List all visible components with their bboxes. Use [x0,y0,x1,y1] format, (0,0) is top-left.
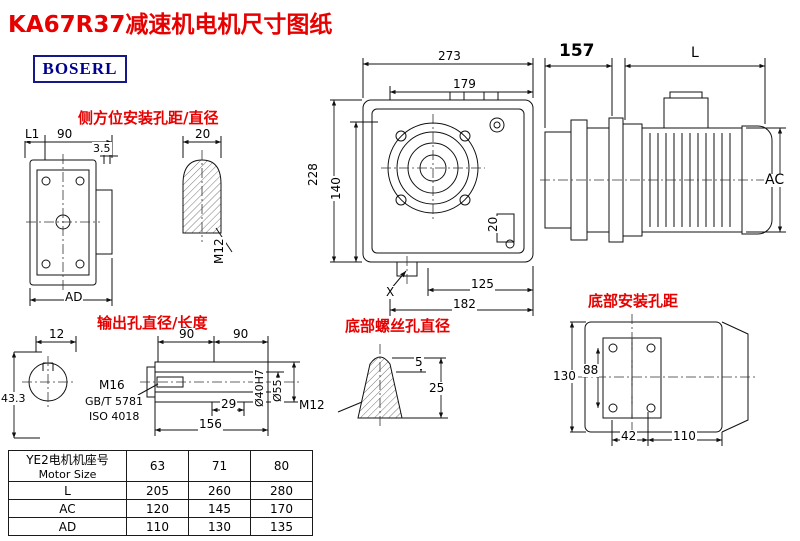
value-AD-71: 130 [188,517,251,536]
row-label-AD: AD [8,517,127,536]
dim-5: 5 [414,355,424,369]
label-side-mount: 侧方位安装孔距/直径 [78,109,219,127]
bottom-mount-view [569,314,756,446]
dim-M12-screw: M12 [298,398,326,412]
label-bottom-mount: 底部安装孔距 [588,292,679,310]
boserl-logo: BOSERL [33,55,127,83]
dim-20-hole: 20 [194,127,212,141]
page-title: KA67R37减速机电机尺寸图纸 [8,12,333,38]
dim-156: 156 [198,417,223,431]
dim-AD: AD [64,290,84,304]
dome-hatched-shape [182,159,222,234]
row-label-AC: AC [8,499,127,518]
dim-130: 130 [552,369,577,383]
dim-179: 179 [452,77,477,91]
value-AC-71: 145 [188,499,251,518]
dim-157: 157 [558,41,596,61]
dim-90-side: 90 [56,127,74,141]
frame-size-80: 80 [250,450,313,482]
table-row-AD: AD 110 130 135 [8,517,313,536]
motor-size-header-cn: YE2电机机座号 [26,453,109,467]
table-row-L: L 205 260 280 [8,481,313,500]
dim-3-5: 3.5 [92,142,112,155]
dim-125: 125 [470,277,495,291]
value-AD-63: 110 [126,517,189,536]
side-mount-view [24,135,118,306]
frame-size-63: 63 [126,450,189,482]
label-output-hole: 输出孔直径/长度 [97,314,208,332]
table-row-AC: AC 120 145 170 [8,499,313,518]
dim-M16: M16 [98,378,126,392]
dim-90-a: 90 [178,327,196,341]
dim-d55: Ø55 [271,378,284,403]
gearbox-outline [362,99,534,263]
motor-view [540,58,786,243]
dim-GBT-5781: GB/T 5781 [84,395,144,408]
dim-29: 29 [220,397,238,411]
side-hole-profile [182,136,233,253]
dim-140: 140 [329,176,343,201]
dim-43-3: 43.3 [0,392,27,405]
motor-size-header-en: Motor Size [38,468,97,481]
value-L-71: 260 [188,481,251,500]
value-AD-80: 135 [250,517,313,536]
dim-90-b: 90 [232,327,250,341]
value-L-63: 205 [126,481,189,500]
dim-20-slot: 20 [486,215,500,233]
output-end-view [11,336,77,439]
dim-12: 12 [48,327,66,341]
value-AC-80: 170 [250,499,313,518]
dim-42: 42 [620,429,638,443]
dim-25: 25 [428,381,446,395]
logo-text: BOSERL [42,59,118,78]
dim-AC: AC [764,172,786,188]
value-L-80: 280 [250,481,313,500]
fan-cowl [741,125,773,235]
dim-L: L [690,45,700,61]
value-AC-63: 120 [126,499,189,518]
dim-182: 182 [452,297,477,311]
dim-L1: L1 [24,127,41,141]
dim-228: 228 [306,162,320,187]
main-view [330,58,534,316]
dim-88: 88 [582,363,600,377]
dim-110: 110 [672,429,697,443]
frame-size-71: 71 [188,450,251,482]
motor-size-header-cell: YE2电机机座号 Motor Size [8,450,127,482]
motor-size-table: YE2电机机座号 Motor Size 63 71 80 L 205 260 2… [8,450,313,536]
dim-ISO-4018: ISO 4018 [88,410,141,423]
dim-d40H7: Ø40H7 [253,368,266,408]
dim-X: X [385,285,396,299]
dim-M12-side: M12 [212,237,226,265]
dim-273: 273 [437,49,462,63]
label-bottom-screw: 底部螺丝孔直径 [345,317,451,335]
row-label-L: L [8,481,127,500]
terminal-box [663,97,709,129]
table-row-header: YE2电机机座号 Motor Size 63 71 80 [8,450,313,482]
